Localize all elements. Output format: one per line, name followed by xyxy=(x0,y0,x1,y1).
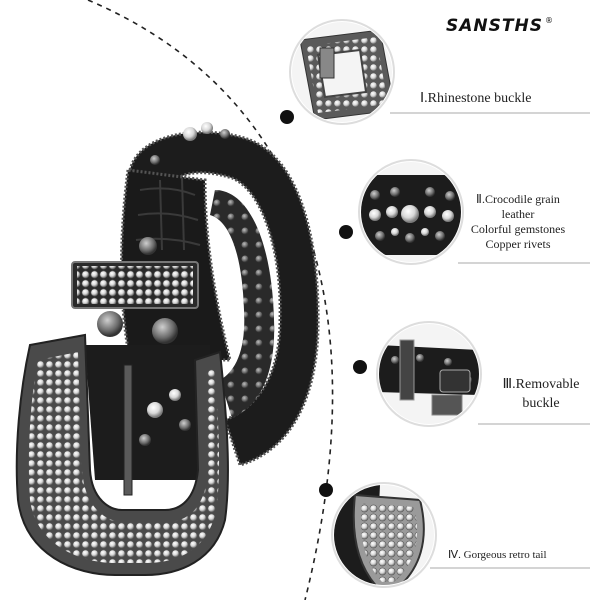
dashed-guide-arc xyxy=(87,0,334,600)
callout-line: Copper rivets xyxy=(485,237,551,251)
callout-label-4: Ⅳ. Gorgeous retro tail xyxy=(448,548,547,561)
callout-line: Ⅲ.Removable xyxy=(502,377,580,392)
callout-circle-tail xyxy=(331,482,437,588)
connector-dot xyxy=(280,110,294,124)
callout-line: buckle xyxy=(522,396,560,411)
rhinestone-buckle-main xyxy=(15,333,229,576)
connector-dot xyxy=(319,483,333,497)
connector-dot xyxy=(339,225,353,239)
belt-main xyxy=(71,122,320,480)
callout-label-3: Ⅲ.Removable buckle xyxy=(496,375,586,413)
brand-name: SANSTHS xyxy=(446,16,543,36)
callout-circle-removable xyxy=(376,321,482,427)
registered-mark: ® xyxy=(544,16,554,25)
callout-circle-buckle xyxy=(289,19,395,125)
callout-label-2: Ⅱ.Crocodile grain leather Colorful gemst… xyxy=(468,192,568,252)
callout-line: Ⅳ. Gorgeous retro tail xyxy=(448,549,547,561)
callout-label-1: Ⅰ.Rhinestone buckle xyxy=(420,90,531,107)
callout-line: leather xyxy=(501,207,535,221)
callout-line: Ⅰ.Rhinestone buckle xyxy=(420,91,532,106)
callout-circle-leather xyxy=(358,159,464,265)
callout-line: Colorful gemstones xyxy=(470,222,566,236)
callout-line: Ⅱ.Crocodile grain xyxy=(476,192,560,206)
brand-logo: SANSTHS® xyxy=(446,16,554,36)
connector-dot xyxy=(353,360,367,374)
